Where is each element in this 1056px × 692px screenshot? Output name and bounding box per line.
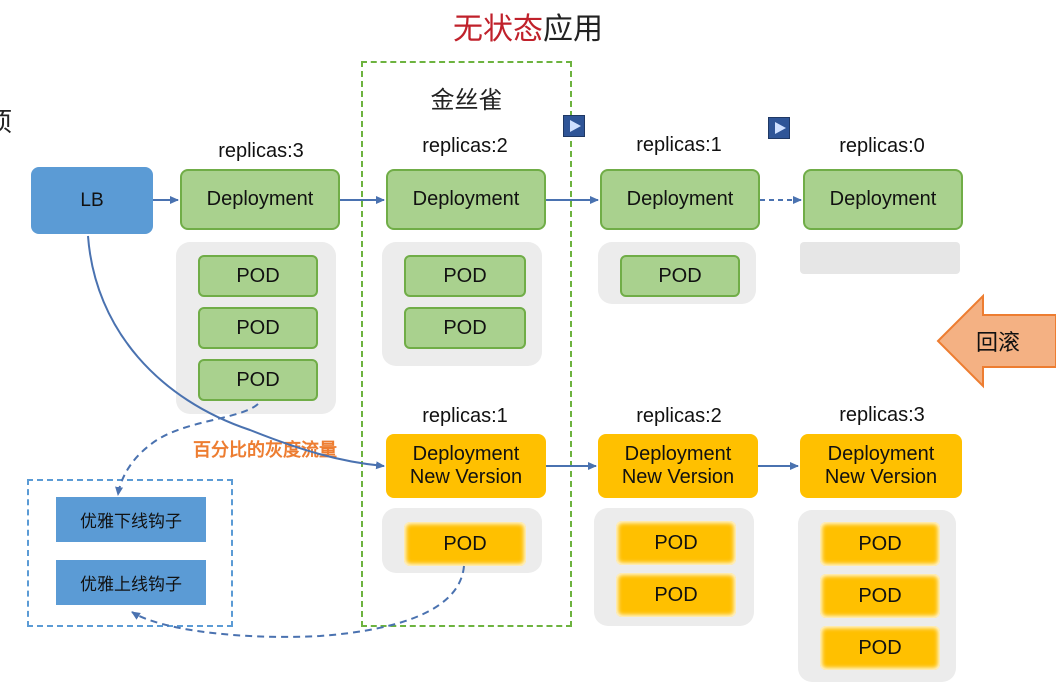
canary-label: 金丝雀 [430, 86, 503, 114]
pod-label: POD [236, 316, 280, 339]
hooks-region [27, 479, 233, 627]
replicas-label: replicas:1 [422, 405, 508, 427]
arrow-lb-to-new-version [87, 235, 385, 470]
pod-label: POD [443, 264, 487, 287]
pod-label: POD [654, 583, 698, 606]
pod: POD [198, 255, 318, 297]
replicas-label: replicas:0 [839, 135, 925, 157]
title-red-part: 无状态 [453, 12, 543, 47]
pod: POD [620, 255, 740, 297]
pod: POD [198, 307, 318, 349]
pod-label: POD [443, 532, 487, 555]
play-icon[interactable] [768, 117, 790, 139]
replicas-label: replicas:3 [839, 404, 925, 426]
deployment-new-line1: Deployment [624, 443, 732, 465]
graceful-online-hook: 优雅上线钩子 [56, 560, 206, 605]
deployment-new-line1: Deployment [412, 443, 520, 465]
rollback-arrow-icon [936, 293, 1056, 389]
deployment-new-version: Deployment New Version [386, 434, 546, 498]
cropped-edge-text: 项 [0, 102, 12, 139]
deployment-new-line2: New Version [824, 466, 938, 488]
deployment-new-version: Deployment New Version [598, 434, 758, 498]
pod-label: POD [858, 532, 902, 555]
traffic-percentage-label: 百分比的灰度流量 [193, 440, 337, 461]
pod: POD [820, 574, 940, 618]
deployment-label: Deployment [829, 188, 937, 210]
pod: POD [616, 521, 736, 565]
deployment-old-v3: Deployment [600, 169, 760, 230]
pod: POD [404, 255, 526, 297]
dashed-online-hook-link [131, 565, 465, 638]
deployment-old-v2: Deployment [386, 169, 546, 230]
pod-label: POD [858, 636, 902, 659]
deployment-new-line1: Deployment [827, 443, 935, 465]
deployment-label: Deployment [206, 188, 314, 210]
replicas-label: replicas:2 [636, 405, 722, 427]
deployment-old-v4: Deployment [803, 169, 963, 230]
deployment-new-version: Deployment New Version [800, 434, 962, 498]
empty-pod-tray [800, 242, 960, 274]
rollback-label: 回滚 [976, 331, 1021, 356]
graceful-offline-hook: 优雅下线钩子 [56, 497, 206, 542]
lb-label: LB [80, 189, 104, 211]
replicas-label: replicas:3 [218, 140, 304, 162]
deployment-new-line2: New Version [409, 466, 523, 488]
pod-label: POD [858, 584, 902, 607]
pod: POD [616, 573, 736, 617]
replicas-label: replicas:1 [636, 134, 722, 156]
deployment-label: Deployment [412, 188, 520, 210]
replicas-label: replicas:2 [422, 135, 508, 157]
pod: POD [404, 522, 526, 566]
title-black-part: 应用 [543, 12, 603, 47]
pod-label: POD [236, 368, 280, 391]
play-icon[interactable] [563, 115, 585, 137]
pod-label: POD [236, 264, 280, 287]
canary-region [361, 61, 572, 627]
pod-label: POD [658, 264, 702, 287]
pod-label: POD [654, 531, 698, 554]
page-title: 无状态应用 [0, 4, 1056, 48]
deployment-label: Deployment [626, 188, 734, 210]
deployment-new-line2: New Version [621, 466, 735, 488]
deployment-old-v1: Deployment [180, 169, 340, 230]
dashed-offline-hook-link [115, 403, 259, 496]
pod: POD [198, 359, 318, 401]
pod: POD [820, 626, 940, 670]
load-balancer: LB [31, 167, 153, 234]
pod: POD [820, 522, 940, 566]
pod: POD [404, 307, 526, 349]
pod-label: POD [443, 316, 487, 339]
